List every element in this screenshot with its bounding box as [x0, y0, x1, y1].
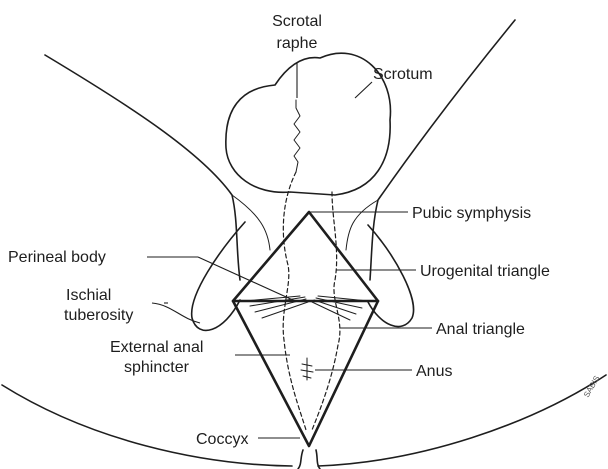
label-anus: Anus — [416, 363, 452, 380]
corner-mark: SABIS — [582, 374, 602, 399]
label-ischial-tuberosity-2: tuberosity — [64, 307, 133, 324]
scrotal-raphe-line — [294, 100, 300, 172]
label-scrotum: Scrotum — [373, 66, 433, 83]
left-thigh-outline — [45, 55, 240, 280]
buttocks-outline — [2, 375, 606, 466]
label-scrotal-raphe-1: Scrotal — [272, 13, 322, 30]
label-perineal-body: Perineal body — [8, 249, 106, 266]
right-thigh-outline — [370, 20, 515, 280]
leader-perineal-body-diag — [198, 257, 295, 301]
label-scrotal-raphe-2: raphe — [277, 35, 318, 52]
ischial-tuberosity-right — [368, 225, 414, 327]
coccyx-mark — [298, 450, 320, 469]
label-coccyx: Coccyx — [196, 431, 248, 448]
scrotum-outline — [226, 53, 391, 195]
label-external-anal-sphincter-2: sphincter — [124, 359, 190, 376]
label-ischial-tuberosity-1: Ischial — [66, 287, 111, 304]
label-anal-triangle: Anal triangle — [436, 321, 525, 338]
leader-scrotum — [355, 82, 372, 98]
label-pubic-symphysis: Pubic symphysis — [412, 205, 531, 222]
dashed-urogenital-outline — [312, 192, 340, 430]
perineal-body-fibres — [245, 296, 368, 320]
perineal-diamond — [233, 212, 378, 446]
label-external-anal-sphincter-1: External anal — [110, 339, 203, 356]
anus-mark — [301, 358, 313, 380]
label-urogenital-triangle: Urogenital triangle — [420, 263, 550, 280]
